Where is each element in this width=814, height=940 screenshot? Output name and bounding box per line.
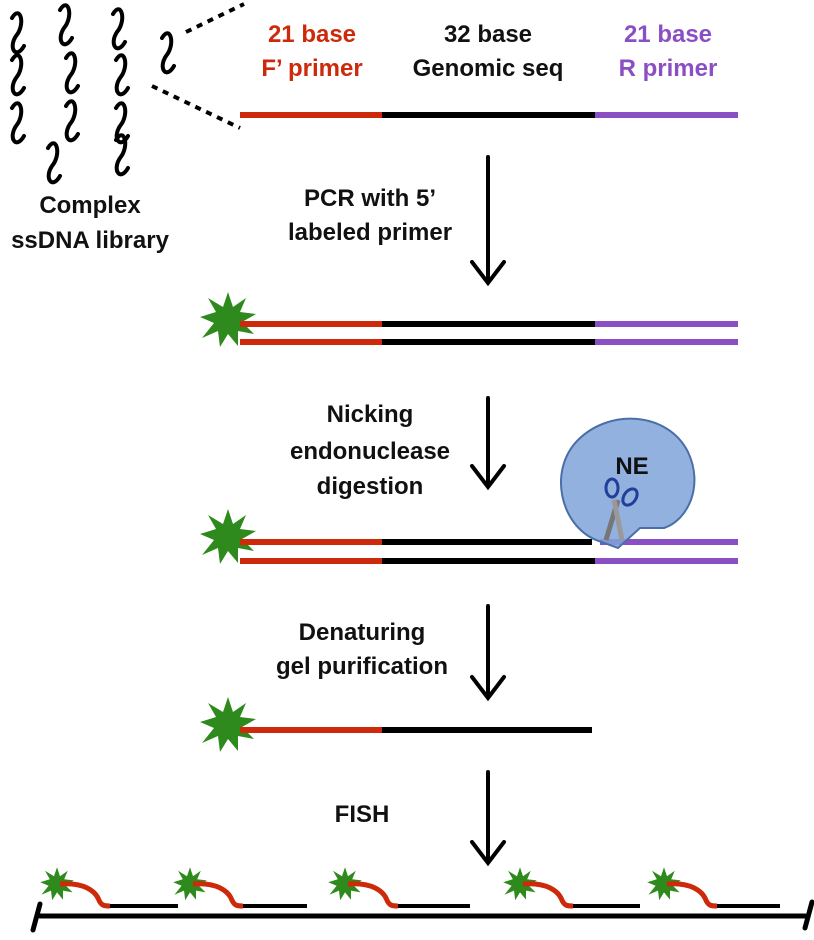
down-arrow-icon: [470, 155, 506, 287]
chromosome-target: [30, 899, 814, 933]
hybridized-probe: [328, 867, 470, 909]
zoom-dotted-lines: [151, 2, 245, 130]
hybridized-probe: [647, 867, 780, 909]
star-burst-icon: [200, 509, 256, 564]
hybridized-probe: [503, 867, 640, 909]
nicking-step-line1: Nicking: [327, 401, 414, 428]
gel-step-line2: gel purification: [276, 653, 448, 680]
enzyme-label: NE: [615, 453, 648, 480]
library-label-line2: ssDNA library: [11, 227, 169, 254]
nicking-step-line2: endonuclease: [290, 438, 450, 465]
gel-step-line1: Denaturing: [299, 619, 426, 646]
nicking-step-line3: digestion: [317, 473, 424, 500]
hybridized-probe: [173, 867, 307, 909]
hybridized-probe: [40, 867, 178, 909]
reverse-primer-label: R primer: [619, 55, 718, 82]
nicking-enzyme-blob: [560, 417, 696, 550]
down-arrow-icon: [470, 604, 506, 702]
pcr-step-line2: labeled primer: [288, 219, 452, 246]
genomic-length-label: 32 base: [444, 21, 532, 48]
star-burst-icon: [200, 292, 256, 347]
reverse-primer-length-label: 21 base: [624, 21, 712, 48]
star-burst-icon: [200, 697, 256, 752]
nicked-duplex: [240, 539, 738, 564]
pcr-step-line1: PCR with 5’: [304, 185, 436, 212]
ssdna-library-squiggles: [10, 3, 176, 185]
genomic-seq-label: Genomic seq: [413, 55, 564, 82]
forward-primer-length-label: 21 base: [268, 21, 356, 48]
down-arrow-icon: [470, 396, 506, 491]
scissors-icon: [603, 477, 639, 541]
fish-step-label: FISH: [335, 801, 390, 828]
down-arrow-icon: [470, 770, 506, 867]
forward-primer-label: F’ primer: [261, 55, 362, 82]
pcr-product-duplex: [240, 321, 738, 345]
library-label-line1: Complex: [39, 192, 141, 219]
